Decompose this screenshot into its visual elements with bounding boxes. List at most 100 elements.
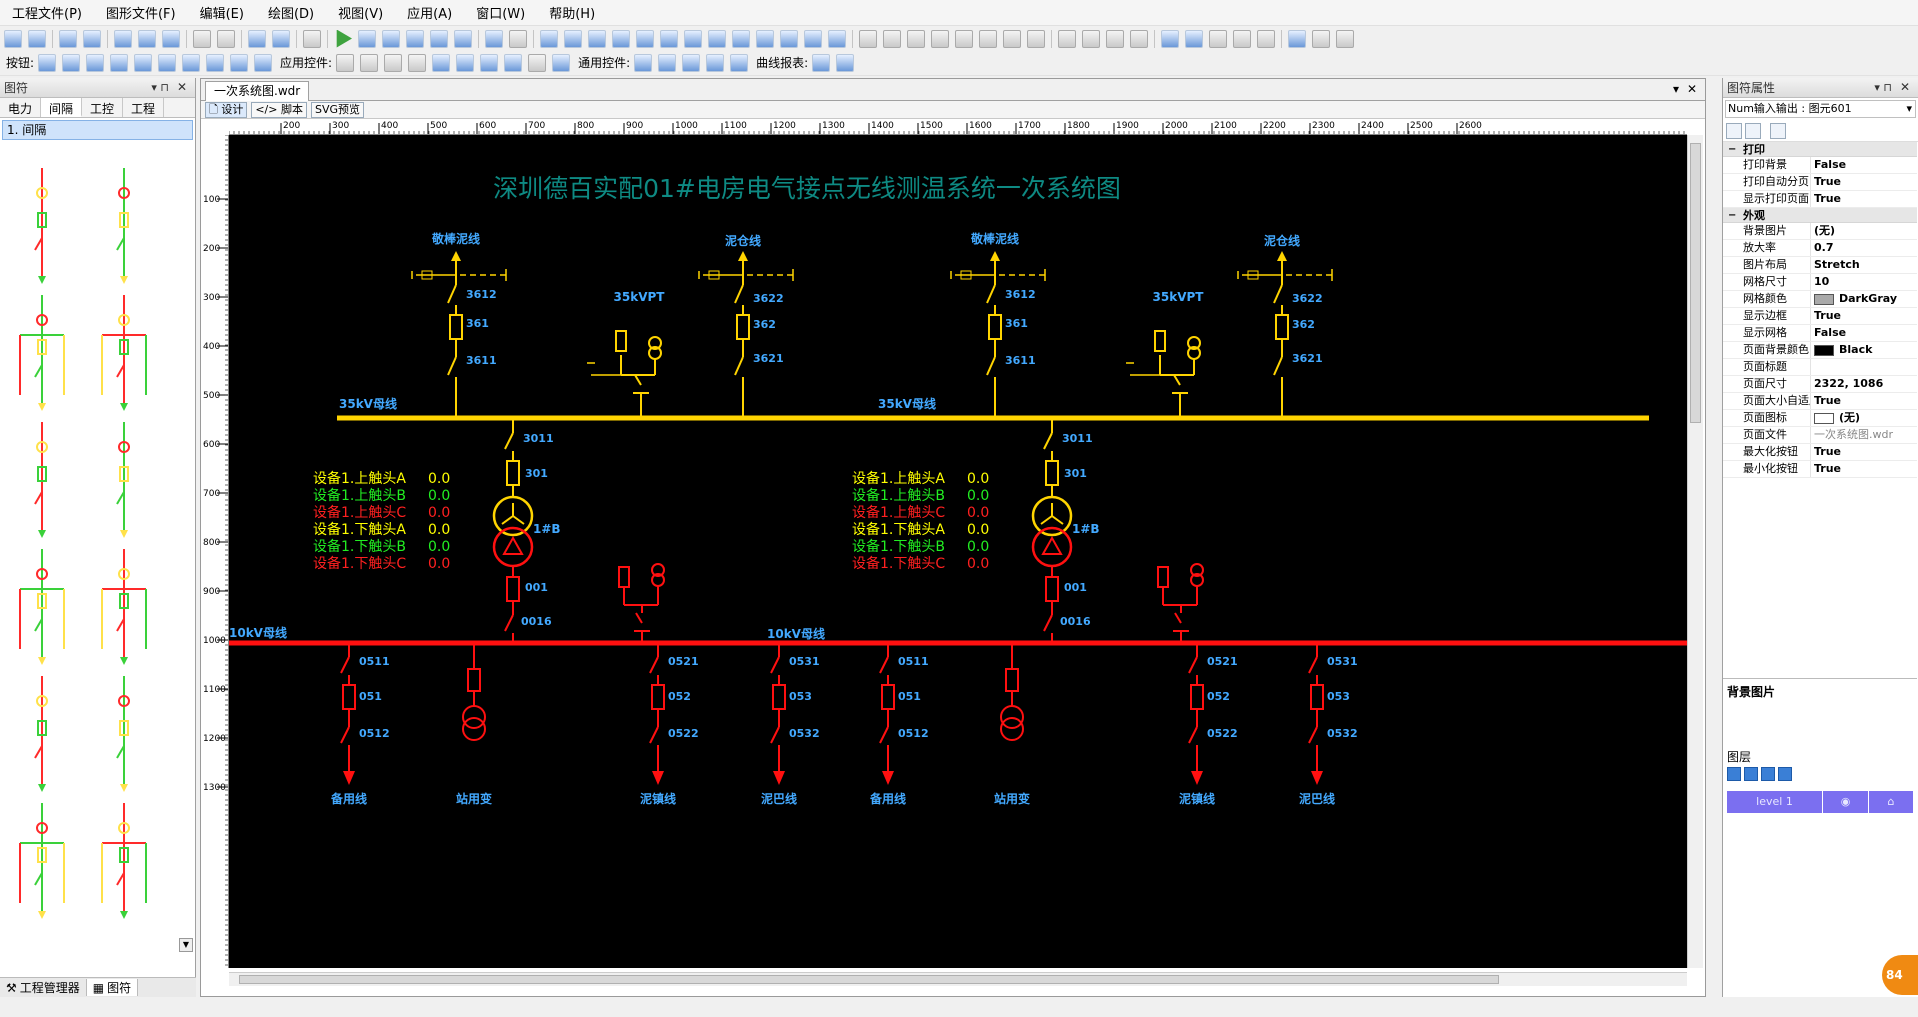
tb2a-button-0[interactable] [38,53,57,72]
property-row[interactable]: 页面文件一次系统图.wdr [1723,427,1917,444]
tb1-button-38[interactable] [780,29,798,48]
tb1-button-46[interactable] [955,29,973,48]
property-value[interactable] [1811,359,1917,375]
menu-item-6[interactable]: 窗口(W) [476,7,526,22]
tb1-button-6[interactable] [114,29,132,48]
tb1-button-20[interactable] [382,29,400,48]
tb1-button-23[interactable] [454,29,472,48]
tb1-button-10[interactable] [193,29,211,48]
tb1-button-11[interactable] [217,29,235,48]
categorized-icon[interactable] [1726,122,1742,139]
alphabetical-icon[interactable] [1745,122,1761,139]
property-row[interactable]: 背景图片(无) [1723,223,1917,240]
tb2c-button-3[interactable] [706,53,725,72]
tb1-button-39[interactable] [804,29,822,48]
property-value[interactable]: 一次系统图.wdr [1811,427,1917,443]
property-value[interactable]: Stretch [1811,257,1917,273]
tb1-button-30[interactable] [588,29,606,48]
tab-script[interactable]: </> 脚本 [251,101,307,118]
property-value[interactable]: True [1811,191,1917,207]
property-value[interactable]: True [1811,461,1917,477]
tb1-button-43[interactable] [883,29,901,48]
add-layer-icon[interactable] [1727,767,1741,781]
tb2c-button-0[interactable] [634,53,653,72]
tb2b-button-3[interactable] [408,53,427,72]
property-value[interactable]: 0.7 [1811,240,1917,256]
tb1-button-64[interactable] [1336,29,1354,48]
tb1-button-59[interactable] [1233,29,1251,48]
tb1-button-19[interactable] [358,29,376,48]
tb1-button-18[interactable] [336,29,352,48]
layer-row[interactable]: level 1 ◉ ⌂ [1727,791,1913,813]
tb1-button-35[interactable] [708,29,726,48]
property-row[interactable]: 页面标题 [1723,359,1917,376]
tab-project-manager[interactable]: ⚒ 工程管理器 [0,979,87,996]
tab-design[interactable]: 🗋 设计 [205,101,248,118]
menu-item-4[interactable]: 视图(V) [338,7,384,22]
tb2a-button-4[interactable] [134,53,153,72]
tb1-button-29[interactable] [564,29,582,48]
property-value[interactable]: Black [1811,342,1917,358]
property-category[interactable]: 外观 [1723,208,1917,223]
tb1-button-31[interactable] [612,29,630,48]
tb1-button-7[interactable] [138,29,156,48]
property-value[interactable]: DarkGray [1811,291,1917,307]
tb2a-button-9[interactable] [254,53,273,72]
move-layer-up-icon[interactable] [1761,767,1775,781]
tb1-button-44[interactable] [907,29,925,48]
property-value[interactable]: True [1811,174,1917,190]
tab-symbols[interactable]: ▦ 图符 [86,979,139,996]
tb1-button-52[interactable] [1082,29,1100,48]
tab-industrial[interactable]: 工控 [82,98,124,117]
pin-icon[interactable]: ▾ ⊓ [1874,81,1892,94]
property-value[interactable]: True [1811,444,1917,460]
property-row[interactable]: 页面大小自适应True [1723,393,1917,410]
tb2b-button-7[interactable] [504,53,523,72]
tab-project[interactable]: 工程 [123,98,165,117]
tb1-button-25[interactable] [485,29,503,48]
vertical-scrollbar[interactable] [1687,135,1703,968]
tb1-button-47[interactable] [979,29,997,48]
tb2c-button-2[interactable] [682,53,701,72]
property-value[interactable]: 10 [1811,274,1917,290]
tb2b-button-5[interactable] [456,53,475,72]
tb2a-button-1[interactable] [62,53,81,72]
tb2c-button-1[interactable] [658,53,677,72]
tb1-button-62[interactable] [1288,29,1306,48]
tb2d-button-1[interactable] [836,53,855,72]
property-pages-icon[interactable] [1770,122,1786,139]
close-icon[interactable]: ✕ [176,80,187,94]
tb1-button-40[interactable] [828,29,846,48]
tb1-button-57[interactable] [1185,29,1203,48]
tb1-button-0[interactable] [4,29,22,48]
tb1-button-33[interactable] [660,29,678,48]
eye-icon[interactable]: ◉ [1823,791,1869,813]
tb2d-button-0[interactable] [812,53,831,72]
document-tab[interactable]: 一次系统图.wdr [205,81,310,101]
symbol-group-selected[interactable]: 1. 间隔 [2,120,193,140]
tb1-button-49[interactable] [1027,29,1045,48]
property-value[interactable]: 2322, 1086 [1811,376,1917,392]
tb1-button-48[interactable] [1003,29,1021,48]
menu-item-0[interactable]: 工程文件(P) [12,7,82,22]
object-selector[interactable]: Num输入输出 : 图元601 [1725,100,1916,118]
menu-item-1[interactable]: 图形文件(F) [105,7,176,22]
property-value[interactable]: (无) [1811,223,1917,239]
menu-item-7[interactable]: 帮助(H) [549,7,596,22]
tb1-button-14[interactable] [272,29,290,48]
remove-layer-icon[interactable] [1744,767,1758,781]
tb1-button-21[interactable] [406,29,424,48]
tb1-button-53[interactable] [1106,29,1124,48]
